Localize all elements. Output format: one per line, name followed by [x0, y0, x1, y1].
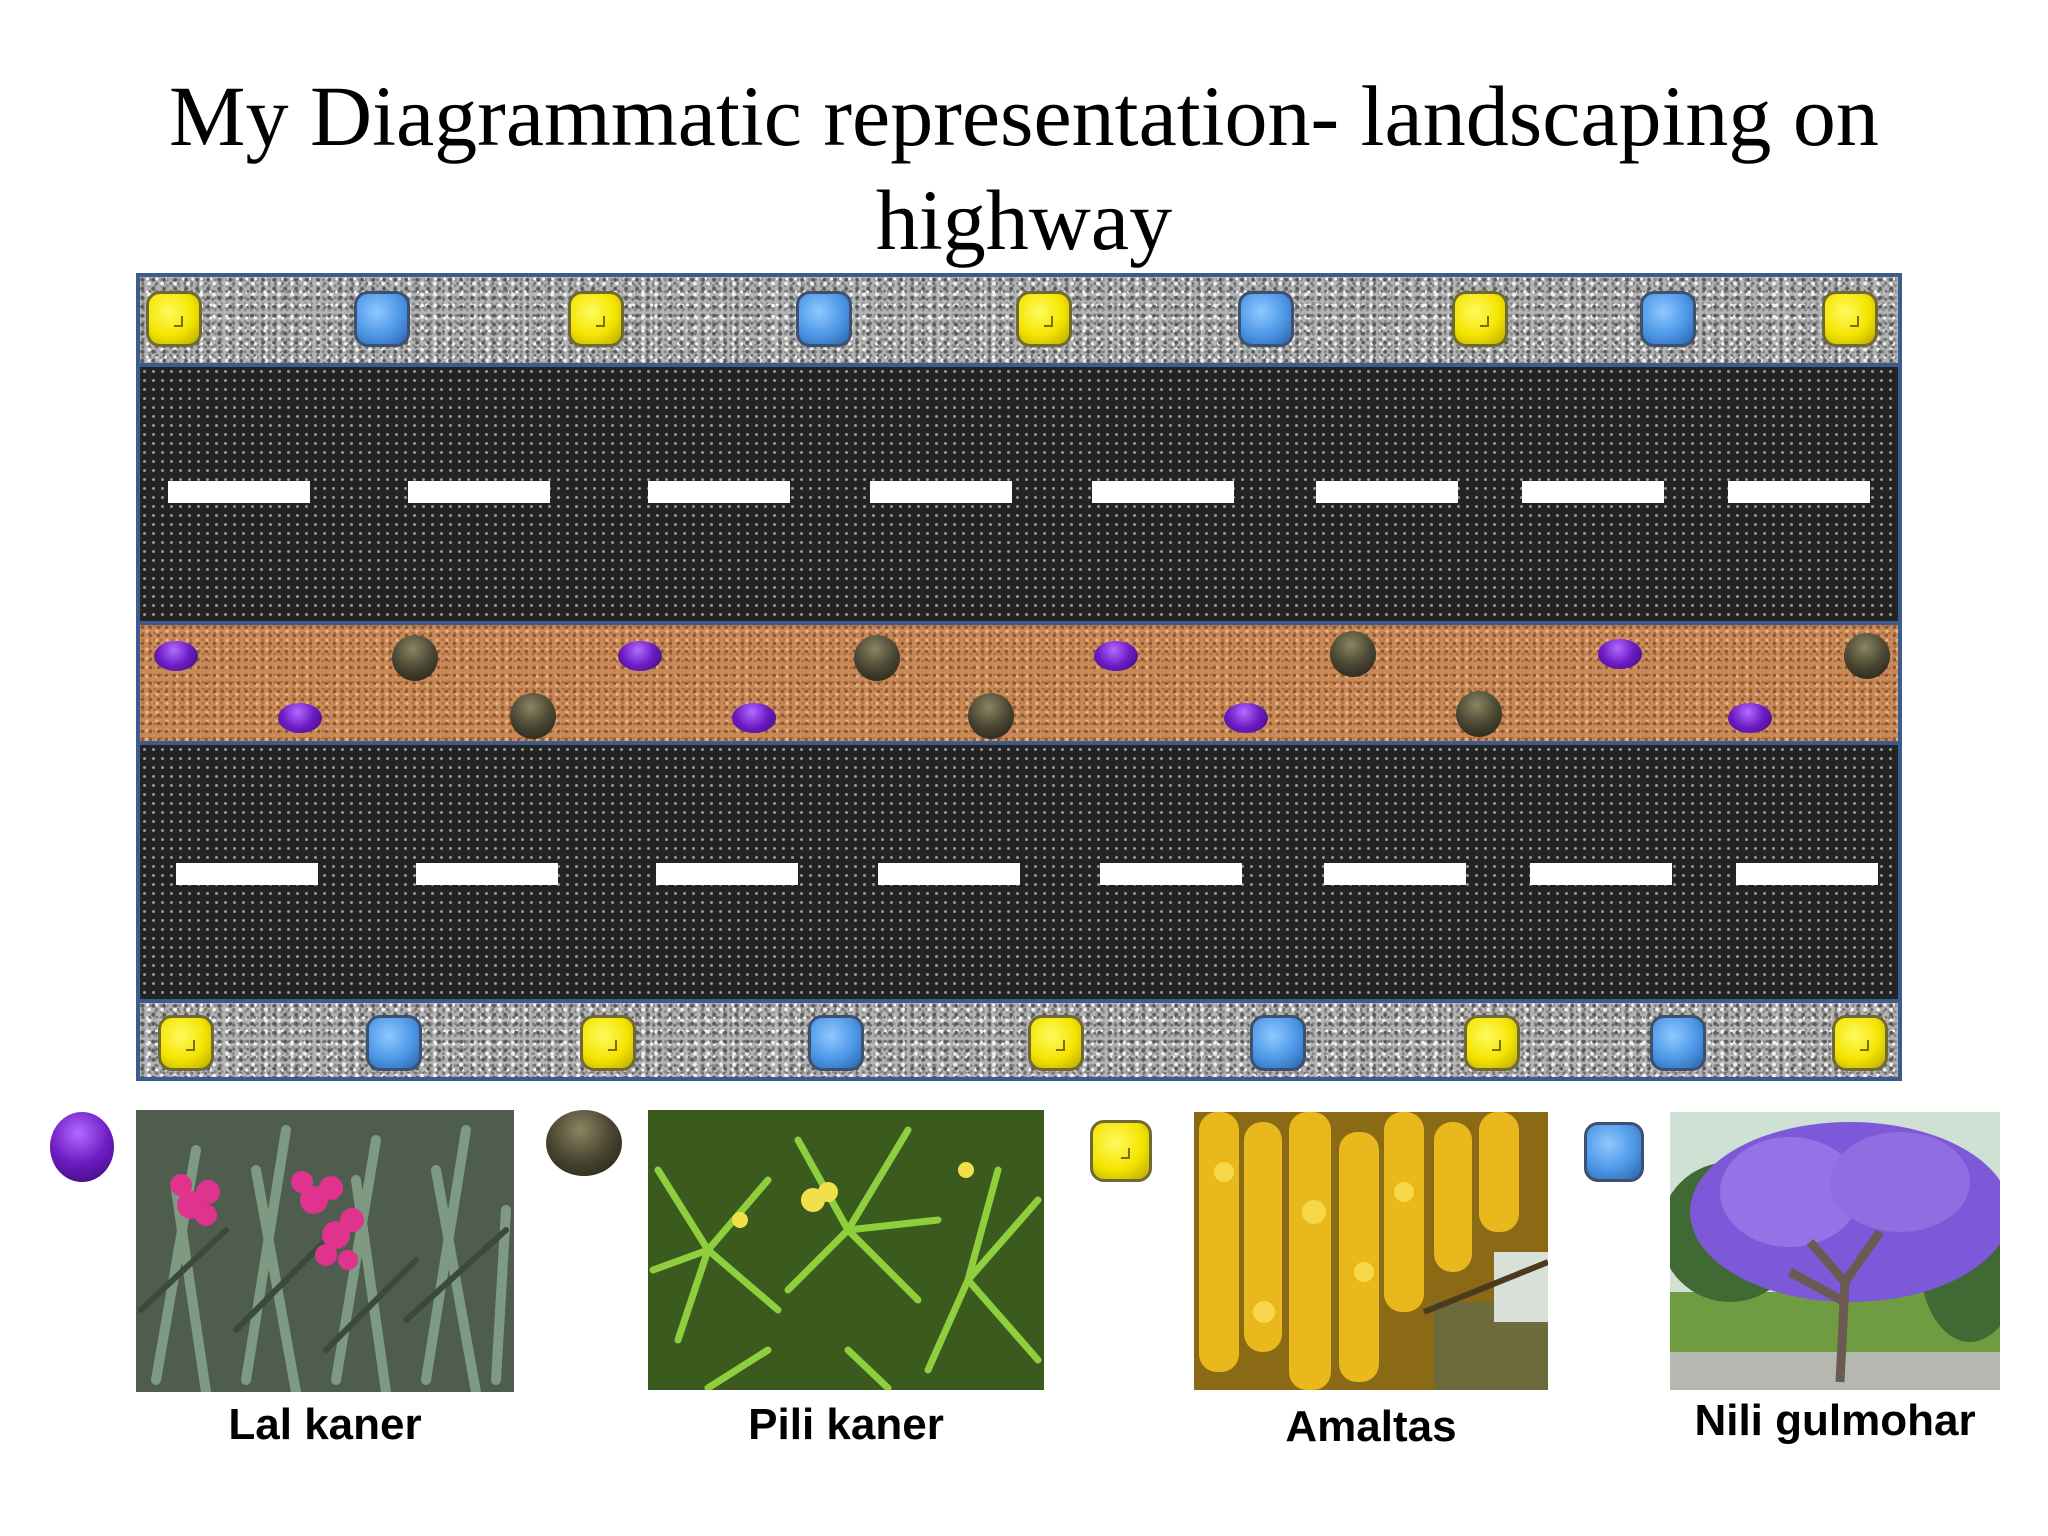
lal-kaner-shrub-marker	[618, 641, 662, 671]
pili-kaner-shrub-marker	[854, 635, 900, 681]
amaltas-photo	[1194, 1112, 1548, 1390]
nili-gulmohar-tree-marker	[1238, 291, 1294, 347]
amaltas-tree-marker	[158, 1015, 214, 1071]
lal-kaner-legend-marker	[50, 1112, 114, 1182]
amaltas-tree-marker	[568, 291, 624, 347]
amaltas-tree-marker	[146, 291, 202, 347]
amaltas-tree-marker	[580, 1015, 636, 1071]
pili-kaner-shrub-marker	[1456, 691, 1502, 737]
lal-kaner-label: Lal kaner	[136, 1400, 514, 1450]
lal-kaner-shrub-marker	[278, 703, 322, 733]
nili-gulmohar-legend-marker	[1584, 1122, 1644, 1182]
pili-kaner-label: Pili kaner	[648, 1400, 1044, 1450]
nili-gulmohar-photo	[1670, 1112, 2000, 1390]
lal-kaner-shrub-marker	[732, 703, 776, 733]
lane-marking	[416, 863, 558, 885]
nili-gulmohar-tree-marker	[354, 291, 410, 347]
lal-kaner-shrub-marker	[1728, 703, 1772, 733]
lane-marking	[1522, 481, 1664, 503]
lane-marking	[648, 481, 790, 503]
nili-gulmohar-tree-marker	[1250, 1015, 1306, 1071]
bottom-verge	[140, 1003, 1898, 1081]
lal-kaner-shrub-marker	[1094, 641, 1138, 671]
highway-diagram	[136, 273, 1902, 1081]
lane-marking	[870, 481, 1012, 503]
nili-gulmohar-tree-marker	[796, 291, 852, 347]
lal-kaner-photo	[136, 1110, 514, 1392]
lane-marking	[878, 863, 1020, 885]
nili-gulmohar-tree-marker	[808, 1015, 864, 1071]
nili-gulmohar-label: Nili gulmohar	[1660, 1396, 2010, 1446]
amaltas-tree-marker	[1832, 1015, 1888, 1071]
amaltas-tree-marker	[1016, 291, 1072, 347]
lane-marking	[408, 481, 550, 503]
lal-kaner-shrub-marker	[154, 641, 198, 671]
pili-kaner-photo	[648, 1110, 1044, 1390]
lane-marking	[176, 863, 318, 885]
road-lane-top	[140, 363, 1898, 625]
lal-kaner-shrub-marker	[1598, 639, 1642, 669]
pili-kaner-shrub-marker	[392, 635, 438, 681]
road-lane-bottom	[140, 741, 1898, 1003]
nili-gulmohar-tree-marker	[366, 1015, 422, 1071]
amaltas-tree-marker	[1028, 1015, 1084, 1071]
nili-gulmohar-tree-marker	[1640, 291, 1696, 347]
pili-kaner-shrub-marker	[1330, 631, 1376, 677]
pili-kaner-legend-marker	[546, 1110, 622, 1176]
lane-marking	[168, 481, 310, 503]
title-line-2: highway	[0, 168, 2048, 272]
lane-marking	[1324, 863, 1466, 885]
lane-marking	[656, 863, 798, 885]
page-title: My Diagrammatic representation- landscap…	[0, 64, 2048, 272]
lane-marking	[1100, 863, 1242, 885]
central-median	[140, 625, 1898, 741]
nili-gulmohar-tree-marker	[1650, 1015, 1706, 1071]
amaltas-tree-marker	[1452, 291, 1508, 347]
lane-marking	[1736, 863, 1878, 885]
lane-marking	[1728, 481, 1870, 503]
lane-marking	[1530, 863, 1672, 885]
pili-kaner-shrub-marker	[1844, 633, 1890, 679]
amaltas-legend-marker	[1090, 1120, 1152, 1182]
amaltas-tree-marker	[1464, 1015, 1520, 1071]
pili-kaner-shrub-marker	[510, 693, 556, 739]
lane-marking	[1316, 481, 1458, 503]
top-verge	[140, 277, 1898, 363]
amaltas-tree-marker	[1822, 291, 1878, 347]
lal-kaner-shrub-marker	[1224, 703, 1268, 733]
lane-marking	[1092, 481, 1234, 503]
title-line-1: My Diagrammatic representation- landscap…	[0, 64, 2048, 168]
pili-kaner-shrub-marker	[968, 693, 1014, 739]
amaltas-label: Amaltas	[1194, 1402, 1548, 1452]
